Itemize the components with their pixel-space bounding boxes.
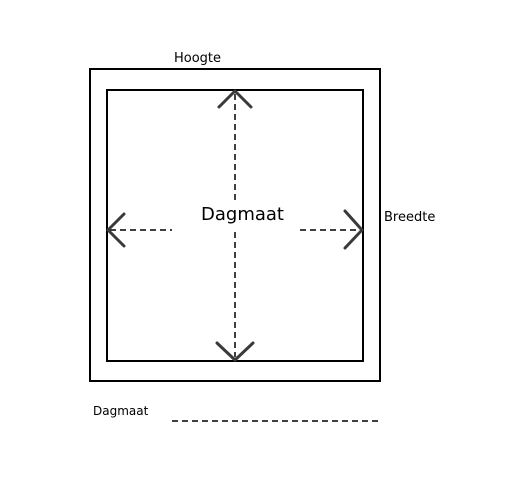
center-label: Dagmaat <box>199 204 286 225</box>
arrow-down-icon <box>215 341 255 362</box>
height-label: Hoogte <box>174 51 222 66</box>
outer-frame <box>89 68 381 382</box>
inner-opening <box>106 89 364 362</box>
arrow-up-icon <box>217 89 253 109</box>
arrow-left-icon <box>106 212 126 248</box>
legend-label: Dagmaat <box>93 404 149 418</box>
arrow-right-icon <box>343 209 364 250</box>
width-label: Breedte <box>384 210 436 225</box>
